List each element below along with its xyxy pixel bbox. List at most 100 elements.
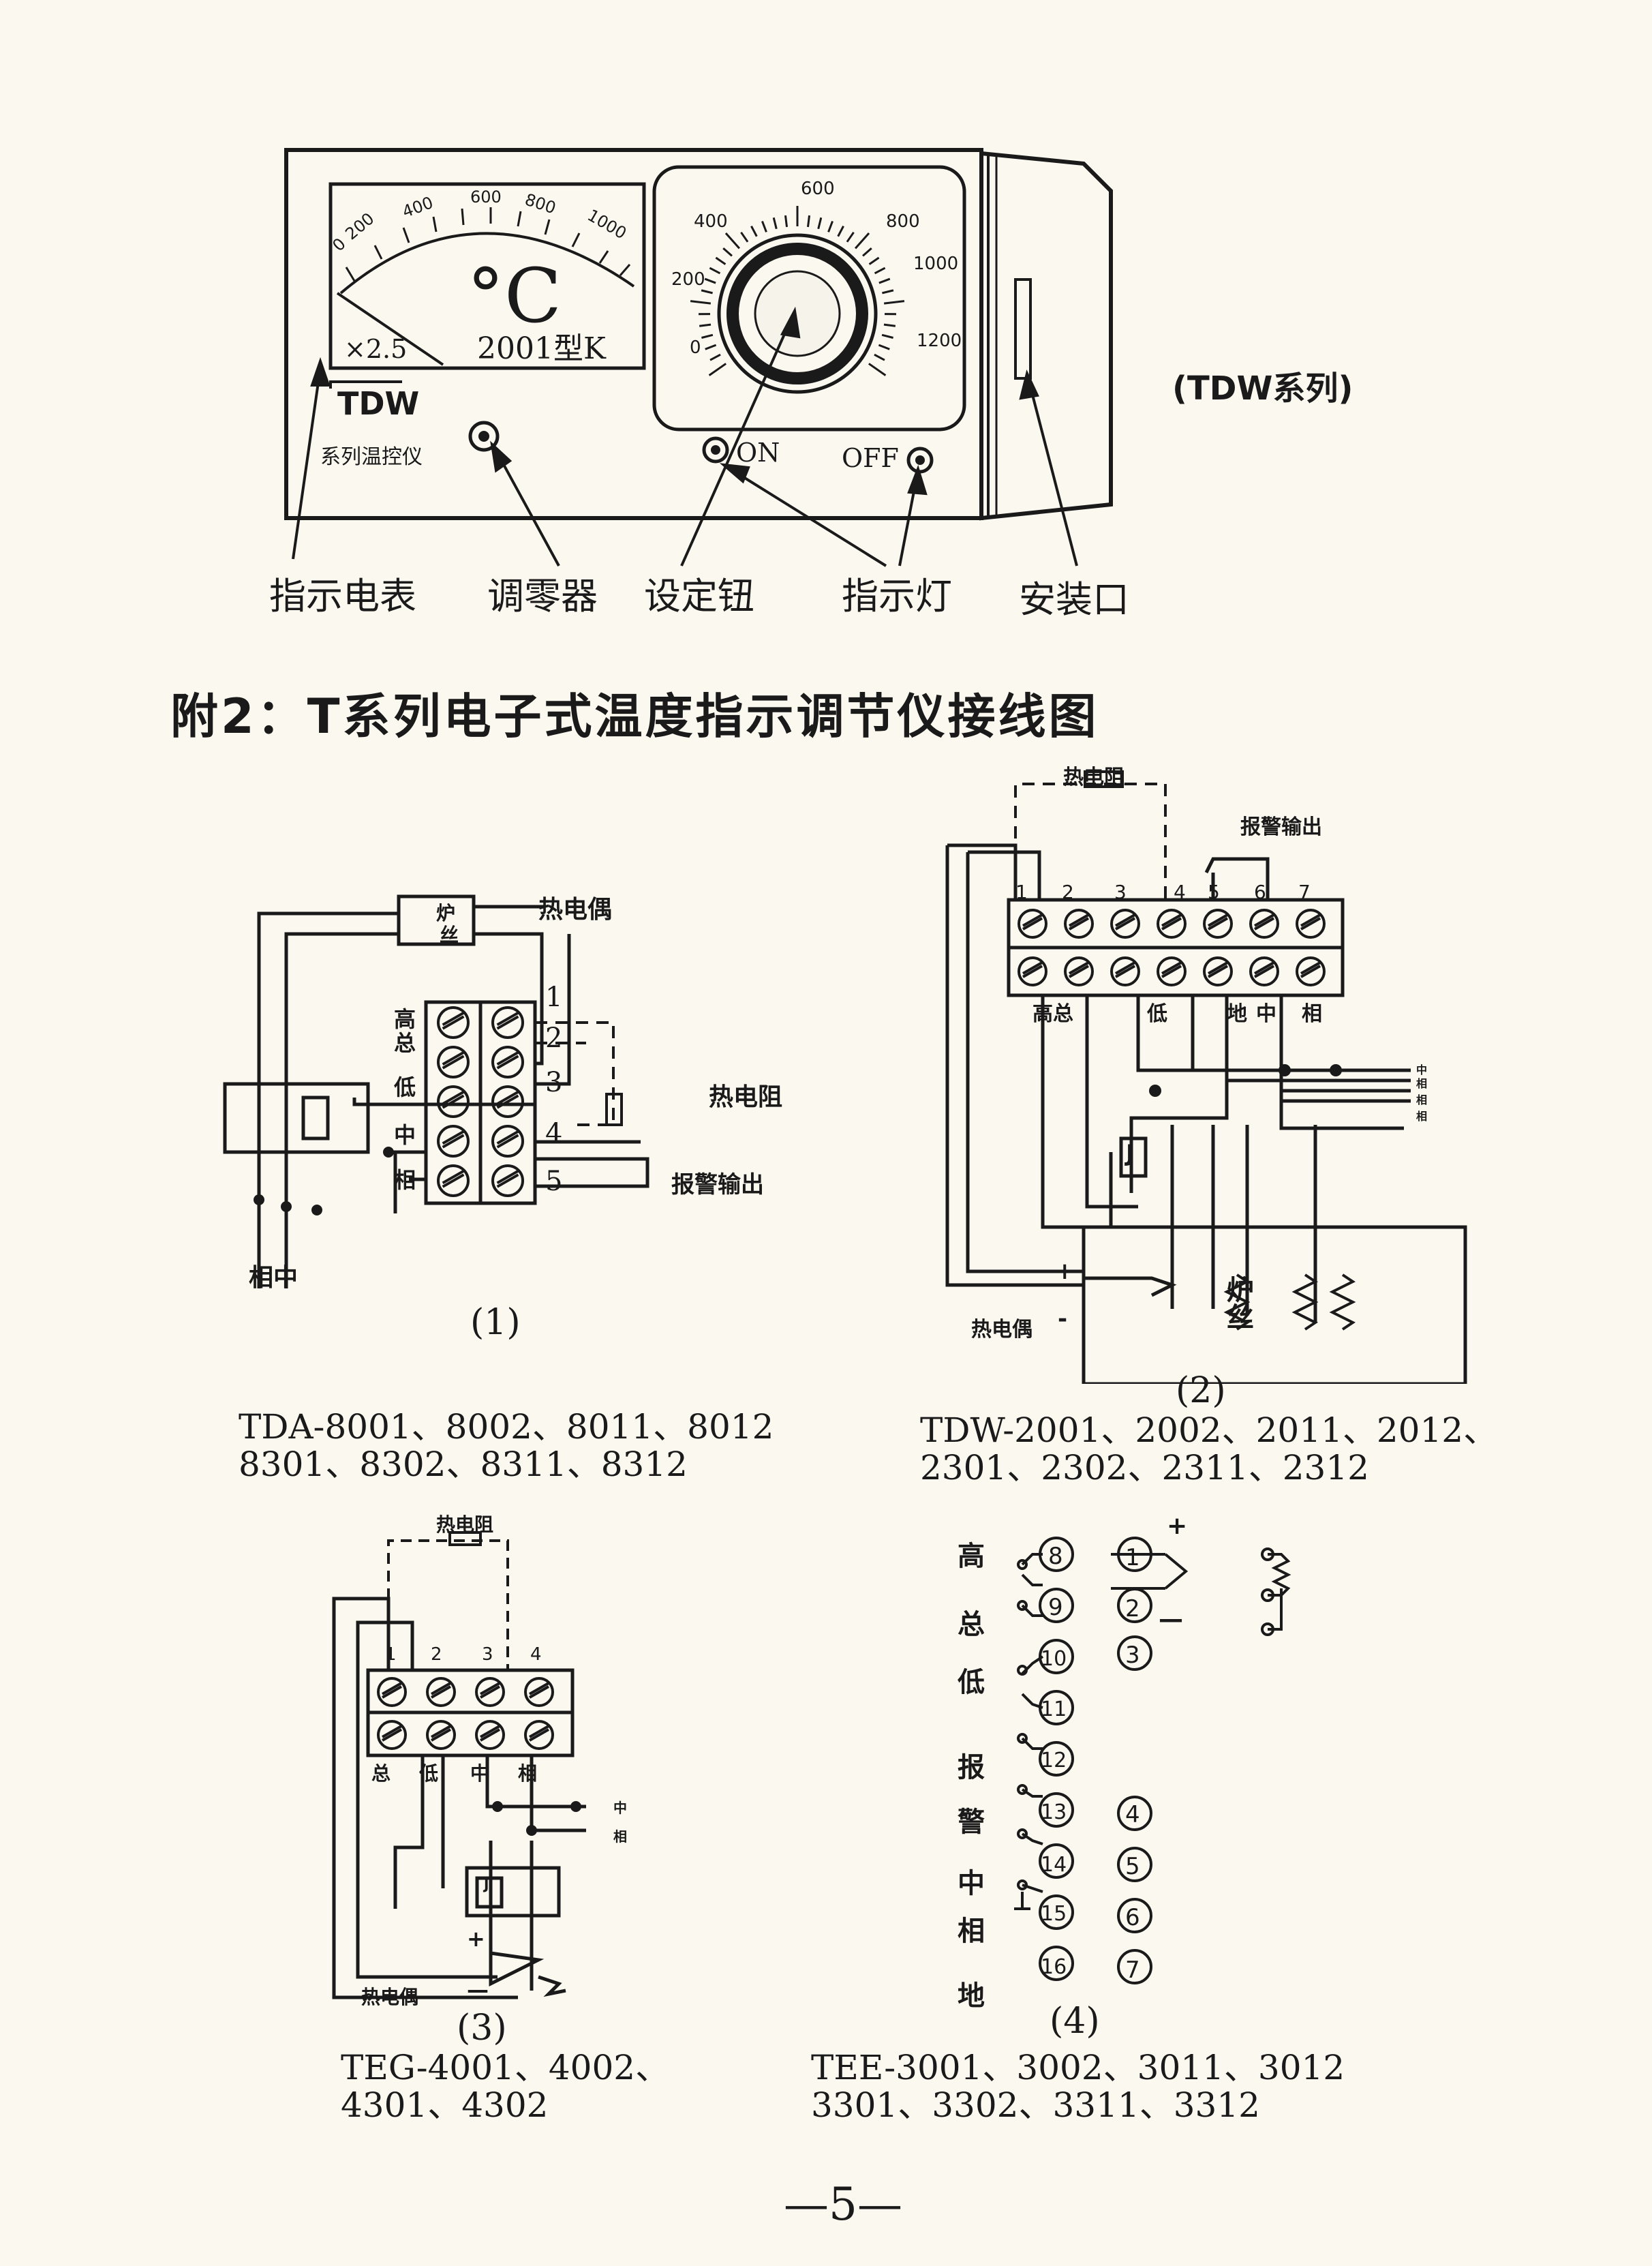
- fig1-side: 总: [394, 1030, 416, 1056]
- fig4-mid-term: 2: [1125, 1595, 1140, 1622]
- fig1-bottom-label: 相中: [249, 1264, 299, 1292]
- dial-tick: 200: [671, 269, 705, 290]
- fig4-minus: —: [1159, 1605, 1183, 1633]
- fig4-left-term: 8: [1048, 1543, 1063, 1570]
- fig1-furnace-a: 炉: [436, 902, 456, 924]
- fig1-rtd: 热电阻: [709, 1083, 783, 1111]
- fig2-rtd: 热电阻: [1063, 766, 1125, 789]
- fig4-left-term: 13: [1041, 1800, 1067, 1824]
- fig3-term: 2: [431, 1644, 442, 1665]
- fig3-bottom: 中: [470, 1762, 490, 1785]
- fig2-furnace-b: 丝: [1227, 1302, 1254, 1333]
- fig4-side: 报: [958, 1752, 985, 1783]
- dial-tick: 0: [690, 337, 701, 358]
- fig1-furnace-b: 丝: [440, 924, 459, 946]
- fig1-number: (1): [470, 1302, 521, 1343]
- off-label: OFF: [842, 443, 899, 473]
- on-lamp-icon: [702, 436, 729, 464]
- fig2-bottom: 相: [1302, 1002, 1322, 1026]
- fig3-plus: +: [467, 1926, 485, 1952]
- fig4-left-term: 12: [1041, 1749, 1067, 1772]
- fig4-side: 地: [958, 1980, 985, 2012]
- fig2-term: 6: [1254, 881, 1266, 903]
- fig3-bottom: 总: [371, 1762, 391, 1785]
- fig3-term: 3: [482, 1644, 493, 1665]
- fig4-side: 中: [958, 1868, 985, 1899]
- wiring-diagram-4: [1014, 1537, 1291, 1984]
- dial-tick: 400: [694, 211, 728, 232]
- device-illustration: [284, 148, 1113, 567]
- fig2-relay: J: [1126, 1140, 1135, 1167]
- wiring-diagram-1: [223, 894, 649, 1288]
- fig3-bottom: 低: [419, 1762, 439, 1785]
- fig4-mid-term: 4: [1125, 1801, 1140, 1828]
- section-title: 附2：T系列电子式温度指示调节仪接线图: [170, 689, 1099, 744]
- fig2-line: 中: [1416, 1063, 1428, 1076]
- dial-panel: [652, 165, 966, 432]
- fig1-side: 高: [394, 1006, 416, 1032]
- meter-factor: ×2.5: [344, 334, 408, 364]
- meter-unit: °C: [467, 252, 562, 339]
- fig3-minus: —: [467, 1977, 489, 2003]
- on-label: ON: [736, 438, 780, 468]
- fig3-bottom: 相: [518, 1762, 538, 1785]
- fig2-bottom: 中: [1256, 1002, 1276, 1026]
- fig4-side: 高: [958, 1541, 985, 1572]
- fig4-left-term: 10: [1041, 1647, 1067, 1671]
- fig3-rtd: 热电阻: [436, 1513, 494, 1536]
- fig4-side: 低: [958, 1667, 985, 1698]
- page-number: —5—: [784, 2178, 902, 2231]
- fig4-mid-term: 3: [1125, 1642, 1140, 1669]
- fig4-left-term: 11: [1041, 1697, 1067, 1721]
- fig1-term: 2: [545, 1023, 563, 1054]
- fig4-plus: +: [1167, 1512, 1188, 1540]
- fig1-term: 4: [545, 1118, 563, 1149]
- fig2-term: 5: [1208, 881, 1220, 903]
- brand: TDW: [337, 385, 420, 422]
- fig2-term: 3: [1114, 881, 1127, 903]
- callout-zero: 调零器: [487, 575, 598, 618]
- fig3-term: 4: [530, 1644, 542, 1665]
- fig4-left-term: 14: [1041, 1853, 1067, 1877]
- series-label: (TDW系列): [1172, 369, 1353, 408]
- fig1-side: 中: [394, 1122, 416, 1148]
- fig2-term: 2: [1062, 881, 1074, 903]
- set-knob-icon: [717, 233, 878, 394]
- fig2-models-1: TDW-2001、2002、2011、2012、: [920, 1410, 1498, 1450]
- fig2-bottom: 高总: [1032, 1002, 1073, 1026]
- fig1-side: 相: [394, 1167, 416, 1193]
- fig3-line: 中: [613, 1800, 627, 1816]
- fig1-term: 1: [545, 982, 563, 1013]
- fig2-bottom: 低: [1147, 1002, 1167, 1026]
- fig4-mid-term: 1: [1125, 1544, 1140, 1571]
- fig3-models-1: TEG-4001、4002、: [341, 2048, 670, 2087]
- brand-sub: 系列温控仪: [320, 445, 423, 469]
- dial-tick: 1200: [917, 331, 962, 351]
- callout-slot: 安装口: [1019, 578, 1129, 621]
- fig1-side: 低: [394, 1074, 416, 1100]
- wiring-diagram-2: [945, 770, 1467, 1384]
- fig2-line: 相: [1416, 1093, 1428, 1106]
- fig4-left-term: 9: [1048, 1594, 1063, 1621]
- dial-tick: 1000: [913, 254, 959, 274]
- fig2-plus: +: [1055, 1258, 1075, 1285]
- fig4-mid-term: 7: [1125, 1957, 1140, 1984]
- fig3-thermocouple: 热电偶: [361, 1986, 419, 2008]
- wiring-diagram-3: [332, 1531, 586, 1999]
- zero-adjuster-icon: [468, 421, 500, 452]
- fig4-mid-term: 5: [1125, 1853, 1140, 1880]
- fig2-bottom: 地: [1227, 1002, 1247, 1026]
- fig2-furnace-a: 炉: [1227, 1275, 1254, 1306]
- fig2-models-2: 2301、2302、2311、2312: [920, 1448, 1369, 1487]
- dial-tick: 600: [801, 179, 835, 199]
- meter-model: 2001型K: [477, 331, 606, 366]
- fig4-side: 相: [958, 1916, 985, 1947]
- fig1-models-2: 8301、8302、8311、8312: [239, 1445, 688, 1484]
- callout-meter: 指示电表: [269, 575, 416, 618]
- fig3-models-2: 4301、4302: [341, 2085, 549, 2125]
- fig4-models-2: 3301、3302、3311、3312: [811, 2085, 1260, 2125]
- fig2-number: (2): [1176, 1370, 1226, 1411]
- meter-tick: 600: [470, 187, 502, 207]
- fig1-alarm: 报警输出: [671, 1171, 764, 1198]
- fig4-left-term: 16: [1041, 1955, 1067, 1979]
